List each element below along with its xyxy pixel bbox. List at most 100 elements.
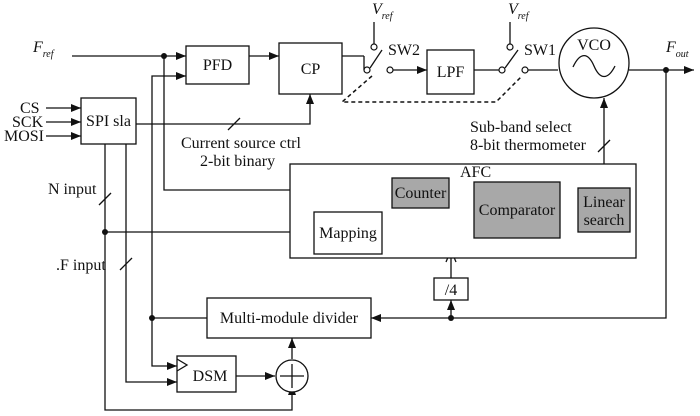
dsm-clock-mark (176, 358, 189, 372)
wire-f-dsm (125, 144, 177, 383)
sw2-in-terminal (363, 66, 371, 74)
current-ctrl-bus-mark (227, 117, 241, 131)
dsm-box (176, 355, 237, 393)
afc-label: AFC (460, 164, 491, 181)
sw1-blade (504, 49, 519, 69)
cp-label: CP (301, 61, 321, 78)
f-bus-mark (119, 257, 133, 271)
arrow-sck (71, 118, 81, 126)
sw1-vref-terminal (506, 43, 514, 51)
arrow-mosi (71, 132, 81, 140)
arrow-pfd-in (176, 52, 186, 60)
block-vco: VCO (558, 27, 630, 99)
wire-n-adder (104, 232, 293, 411)
pfd-label: PFD (203, 57, 232, 74)
arrow-dsm-clk (167, 362, 177, 370)
arrow-cp-in (269, 52, 279, 60)
arrow-fout (684, 66, 694, 74)
plus-icon (280, 364, 304, 388)
comparator-label: Comparator (479, 202, 556, 219)
vco-label: VCO (577, 37, 611, 54)
arrow-pfd-fb (176, 72, 186, 80)
arrow-cs (71, 104, 81, 112)
lpf-box (426, 49, 475, 95)
fout-label: Fout (665, 39, 689, 60)
n-input-label: N input (48, 181, 97, 198)
sw2-label: SW2 (388, 42, 420, 59)
vref-sw1-label: Vref (508, 1, 530, 22)
block-afc: AFC Counter Comparator Linear search Map… (289, 163, 637, 259)
arrow-div4-in (447, 300, 455, 310)
cs-label: CS (20, 100, 40, 117)
switch-sw1: SW1 (498, 42, 556, 74)
adder (275, 359, 309, 393)
junction-fb (149, 315, 155, 321)
switch-sw2: SW2 (363, 42, 420, 74)
current-ctrl-line2: 2-bit binary (200, 153, 275, 170)
sw1-label: SW1 (524, 42, 556, 59)
arrow-mmd-ctrl (288, 338, 296, 348)
subband-bus-mark (597, 139, 611, 153)
mmd-box (206, 297, 372, 339)
block-div4: /4 (433, 277, 469, 301)
block-pfd: PFD (185, 45, 250, 85)
sw2-vref-terminal (370, 43, 378, 51)
linear-search-box (577, 187, 631, 233)
lpf-label: LPF (437, 64, 465, 81)
block-lpf: LPF (426, 49, 475, 95)
n-bus-mark (98, 192, 112, 206)
junction-fref (161, 53, 167, 59)
counter-box (391, 177, 450, 209)
vref-sw2-label: Vref (372, 1, 394, 22)
mapping-label: Mapping (319, 225, 377, 242)
spi-box (80, 97, 137, 145)
sw1-in-terminal (498, 66, 506, 74)
current-ctrl-line1: Current source ctrl (181, 135, 302, 152)
wire-feedback-mmd (371, 70, 667, 319)
f-input-label: .F input (56, 257, 106, 274)
linear-search-label-2: search (584, 212, 625, 229)
fref-label: Fref (32, 39, 55, 60)
dsm-label: DSM (193, 368, 228, 385)
arrow-vco-band (600, 98, 608, 108)
subband-line2: 8-bit thermometer (470, 137, 587, 154)
block-cp: CP (278, 42, 343, 95)
mmd-label: Multi-module divider (220, 310, 359, 327)
div4-label: /4 (445, 282, 457, 299)
sck-label: SCK (12, 114, 44, 131)
block-dsm: DSM (176, 355, 237, 393)
mosi-label: MOSI (4, 128, 44, 145)
wire-clk-dsm (151, 318, 177, 367)
arrow-dsm-f (167, 378, 177, 386)
arrow-cp-ctrl (306, 94, 314, 104)
block-spi: SPI sla (80, 97, 137, 145)
switch-gang-link (339, 75, 523, 103)
sw2-out-terminal (386, 66, 394, 74)
annotations: Current source ctrl 2-bit binary Sub-ban… (181, 119, 587, 170)
subband-line1: Sub-band select (470, 119, 572, 136)
signal-labels: Fref Fout Vref Vref CS SCK MOSI N input … (4, 1, 689, 274)
arrow-mmd-in (371, 314, 381, 322)
junction-div4 (448, 315, 454, 321)
vco-circle (558, 27, 630, 99)
junction-n (102, 229, 108, 235)
comparator-box (473, 181, 561, 239)
mapping-box (313, 211, 383, 255)
spi-label: SPI sla (86, 113, 131, 130)
arrow-lpf-in (417, 66, 427, 74)
wire-spi-cp (136, 94, 311, 125)
counter-label: Counter (395, 185, 447, 202)
div4-box (433, 277, 469, 301)
block-mmd: Multi-module divider (206, 297, 372, 339)
sine-wave-icon (572, 54, 616, 78)
linear-search-label-1: Linear (583, 194, 625, 211)
pfd-box (185, 45, 250, 85)
cp-box (278, 42, 343, 95)
sw2-blade (369, 49, 383, 69)
junctions (102, 53, 669, 321)
junction-fout (663, 67, 669, 73)
wire-mmd-pfd (151, 75, 207, 319)
sw1-out-terminal (521, 66, 529, 74)
